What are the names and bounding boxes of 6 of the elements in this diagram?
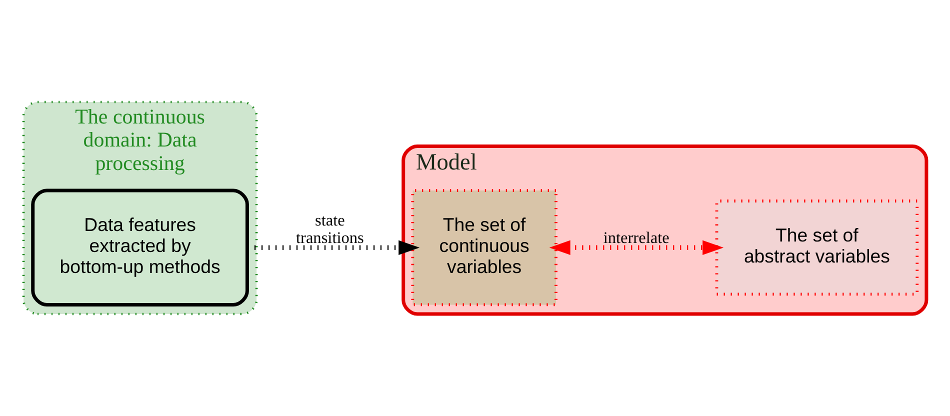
arrow <box>549 240 724 255</box>
edge-label: state transitions <box>296 210 364 248</box>
edge-label: interrelate <box>603 228 670 248</box>
node-box: The set of continuous variables <box>411 189 558 306</box>
node-box: The set of abstract variables <box>715 200 919 296</box>
node-box: Data features extracted by bottom-up methods <box>31 188 249 306</box>
